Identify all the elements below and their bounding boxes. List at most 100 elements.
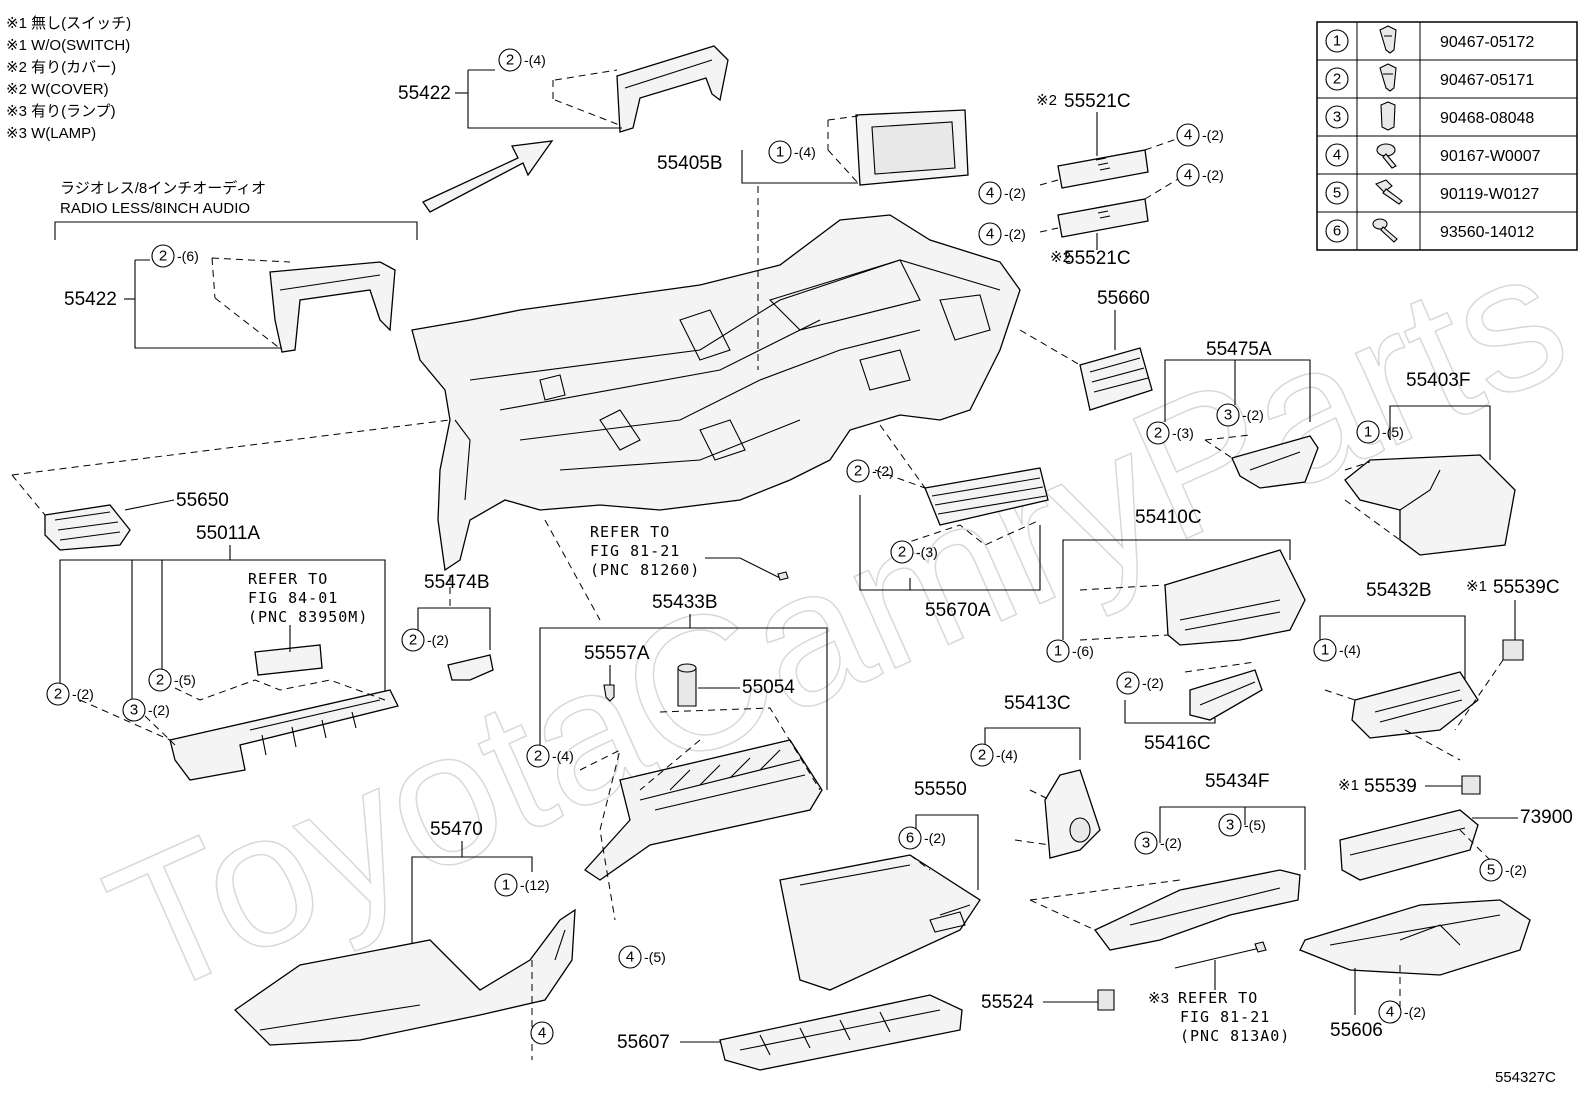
callout-quantity: -(12) <box>520 877 550 893</box>
callout-quantity: -(5) <box>1244 817 1266 833</box>
callout: 2-(2) <box>846 459 894 483</box>
callout-number: 3 <box>130 702 138 719</box>
callout: 1-(12) <box>494 873 550 897</box>
part-55422-top: 55422 <box>398 45 729 133</box>
instrument-panel-main <box>411 214 1021 572</box>
direction-arrow <box>422 140 554 213</box>
part-55403F: 55403F <box>1344 370 1516 556</box>
row-number: 1 <box>1333 33 1341 50</box>
fastener-table: 1 90467-05172 2 90467-05171 3 90468-0804… <box>1316 21 1578 251</box>
callout-number: 2 <box>1154 425 1162 442</box>
callout-number: 2 <box>978 747 986 764</box>
radio-note-jp: ラジオレス/8インチオーディオ <box>60 179 266 197</box>
callout-number: 1 <box>776 144 784 161</box>
callout-circle <box>122 698 146 722</box>
callout-circle <box>401 628 425 652</box>
callout-quantity: -(2) <box>1404 1004 1426 1020</box>
ref-line: REFER TO <box>248 570 328 588</box>
callout-number: 1 <box>1054 643 1062 660</box>
part-number-55550: 55550 <box>914 779 967 800</box>
callout-circle <box>978 222 1002 246</box>
part-number-55607: 55607 <box>617 1032 670 1053</box>
callout: 2-(6) <box>151 244 199 268</box>
part-number-55474B: 55474B <box>424 572 490 593</box>
callout-number: 4 <box>1184 127 1192 144</box>
callout-quantity: -(4) <box>524 52 546 68</box>
callout-number: 4 <box>538 1025 546 1042</box>
part-number-55422: 55422 <box>398 83 451 104</box>
callout-quantity: -(2) <box>148 702 170 718</box>
fastener-part-number: 90167-W0007 <box>1440 148 1541 165</box>
fastener-part-number: 90468-08048 <box>1440 110 1534 127</box>
callout: 4 -(2) <box>978 222 1026 246</box>
callout-circle <box>618 945 642 969</box>
part-number-55410C: 55410C <box>1135 507 1202 528</box>
clip-icon <box>1379 25 1397 54</box>
part-number-55054: 55054 <box>742 677 795 698</box>
callout: 2-(2) <box>1116 671 1164 695</box>
callout: 2-(4) <box>526 744 574 768</box>
note-line: ※3 W(LAMP) <box>6 125 96 142</box>
part-55433B: 55433B 55557A 55054 <box>539 592 828 921</box>
note-line: ※1 W/O(SWITCH) <box>6 37 130 54</box>
callout-quantity: -(2) <box>72 686 94 702</box>
part-number-55606: 55606 <box>1330 1020 1383 1041</box>
clip-icon <box>1379 63 1397 92</box>
callout-quantity: -(4) <box>996 747 1018 763</box>
part-55405B: 55405B <box>657 109 969 370</box>
callout: 4-(2) <box>1176 123 1224 147</box>
callout-circle <box>1046 639 1070 663</box>
part-number-55434F: 55434F <box>1205 771 1269 792</box>
ref-81260: REFER TO FIG 81-21 (PNC 81260) <box>544 519 789 621</box>
callout-quantity: -(2) <box>1160 835 1182 851</box>
callout: 2 -(4) <box>970 743 1018 767</box>
note-mark: ※1 <box>1466 578 1487 595</box>
callout: 6 -(2) <box>898 826 946 850</box>
part-55432B: 55432B ※1 55539C ※1 55539 <box>1319 577 1560 797</box>
callout-quantity: -(2) <box>924 830 946 846</box>
ref-line: (PNC 83950M) <box>248 608 368 626</box>
note-mark: ※3 <box>1148 990 1169 1007</box>
part-73900: 73900 <box>1339 807 1573 881</box>
callout: 2-(5) <box>148 668 196 692</box>
callout-layer: 2-(4)1-(4)4-(2)4-(2)4-(2)4-(2)2-(6)2-(3)… <box>46 48 1527 1045</box>
part-number-55521C: 55521C <box>1064 248 1131 269</box>
row-number: 3 <box>1333 109 1341 126</box>
callout-number: 1 <box>1364 424 1372 441</box>
part-number-55405B: 55405B <box>657 153 723 174</box>
part-number-55557A: 55557A <box>584 643 650 664</box>
part-55474B: 55474B <box>417 572 494 681</box>
callout-number: 4 <box>986 226 994 243</box>
part-55650: 55650 <box>11 419 451 551</box>
callout-quantity: -(5) <box>1382 424 1404 440</box>
callout-number: 4 <box>1386 1004 1394 1021</box>
callout: 1-(4) <box>768 140 816 164</box>
part-number-55413C: 55413C <box>1004 693 1071 714</box>
fastener-part-number: 90467-05172 <box>1440 34 1534 51</box>
callout: 4 -(2) <box>1378 1000 1426 1024</box>
callout-circle <box>1176 163 1200 187</box>
row-number: 2 <box>1333 71 1341 88</box>
callout-number: 5 <box>1487 862 1495 879</box>
table-row: 6 93560-14012 <box>1325 218 1534 243</box>
ref-line: (PNC 81260) <box>590 561 700 579</box>
callout-circle <box>1218 813 1242 837</box>
part-number-55011A: 55011A <box>196 523 260 544</box>
bolt-icon <box>1375 179 1403 205</box>
callout-number: 6 <box>906 830 914 847</box>
part-55606: 55606 <box>1299 899 1531 1041</box>
callout: 1-(4) <box>1313 638 1361 662</box>
fastener-part-number: 90467-05171 <box>1440 72 1534 89</box>
callout-quantity: -(4) <box>552 748 574 764</box>
table-row: 2 90467-05171 <box>1325 63 1534 92</box>
callout-quantity: -(2) <box>1004 226 1026 242</box>
callout: 1 -(5) <box>1356 420 1404 444</box>
part-55410C: 55410C <box>1062 507 1306 646</box>
screw-icon <box>1372 218 1398 243</box>
callout-circle <box>846 459 870 483</box>
part-55521C: ※2 55521C ※2 55521C <box>1036 91 1189 269</box>
part-number-55403F: 55403F <box>1406 370 1470 391</box>
callout-circle <box>1356 420 1380 444</box>
callout-quantity: -(3) <box>916 544 938 560</box>
